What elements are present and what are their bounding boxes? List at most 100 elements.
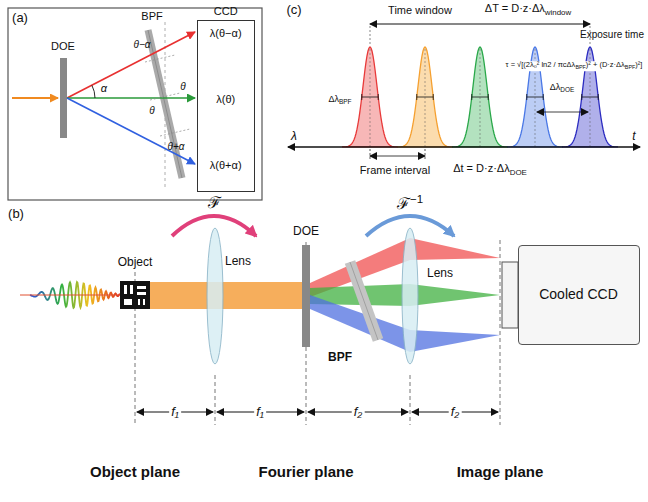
axis-label: Frame interval	[360, 164, 430, 176]
formula: τ = √[(2λ₀² ln2 / πcΔλBPF)² + (D·z·ΔλBPF…	[504, 61, 645, 71]
drawing-line	[67, 32, 195, 98]
drawing-polygon	[410, 284, 500, 306]
drawing-line	[537, 112, 588, 113]
part-name: DOE	[51, 40, 75, 52]
drawing-line	[12, 97, 58, 99]
laser-pulse	[20, 282, 120, 308]
formula: ΔT = D·z·Δλwindow	[485, 2, 571, 17]
drawing-line	[370, 24, 590, 25]
drawing-rect	[60, 58, 67, 138]
drawing-polygon	[410, 330, 500, 352]
dimension-label: f₂	[352, 405, 365, 419]
gaussian-peak	[397, 47, 453, 147]
drawing-rect	[130, 285, 133, 294]
drawing-polygon	[410, 238, 500, 260]
transform-symbol: ℱ	[397, 195, 410, 212]
plane-label: Fourier plane	[258, 463, 353, 480]
drawing-line	[145, 55, 175, 62]
part-name: Object	[118, 255, 153, 269]
drawing-line	[425, 149, 426, 160]
subscript: window	[545, 8, 571, 17]
drawing-line	[370, 149, 371, 160]
peak-center	[480, 47, 481, 147]
bandwidth-label: Δλ	[328, 94, 339, 104]
drawing-line	[67, 97, 195, 99]
subscript: BPF	[339, 98, 352, 105]
gaussian-peak	[452, 47, 508, 147]
formula: Δt = D·z·Δλ	[453, 162, 510, 174]
formula: τ = √[(2λ₀² ln2 / πcΔλ	[506, 60, 576, 69]
axis-label: t	[632, 130, 635, 143]
drawing-rect	[137, 292, 146, 295]
drawing-line	[500, 240, 501, 425]
drawing-path	[172, 216, 256, 236]
bandwidth-label: ΔλBPF	[328, 95, 351, 105]
drawing-rect	[120, 281, 150, 309]
panel-letter: (a)	[12, 10, 28, 25]
drawing-rect	[137, 286, 146, 289]
drawing-line	[350, 262, 378, 340]
angle-label: θ	[149, 105, 154, 116]
gaussian-peak	[342, 47, 398, 147]
formula: ΔT = D·z·Δλ	[485, 2, 545, 14]
angle-label: α	[101, 82, 107, 94]
part-name: BPF	[141, 10, 162, 22]
drawing-ellipse	[402, 228, 418, 364]
axis-label: λ	[291, 130, 297, 143]
part-name: DOE	[293, 225, 319, 238]
drawing-path	[92, 85, 95, 98]
dimension-label: f₁	[256, 404, 264, 419]
axis-label: λ	[291, 129, 297, 143]
subscript: BPF	[575, 64, 585, 70]
angle-label: θ−α	[134, 39, 151, 50]
axis-label: Exposure time	[580, 29, 644, 40]
drawing-rect	[143, 299, 145, 305]
formula: Δt = D·z·ΔλDOE	[453, 162, 527, 177]
part-name: Lens	[427, 267, 453, 280]
drawing-line	[215, 375, 216, 425]
transform-symbol: ℱ	[208, 194, 221, 211]
subscript: BPF	[625, 64, 635, 70]
panel-a	[8, 8, 262, 200]
part-name: Lens	[225, 255, 251, 268]
dimension-label: f₂	[449, 405, 462, 419]
camera-box: Cooled CCD	[518, 245, 640, 345]
drawing-line	[150, 93, 180, 100]
angle-label: θ+α	[168, 141, 185, 152]
angle-label: α	[101, 82, 107, 94]
node-text: CCD	[214, 5, 238, 17]
part-name: BPF	[328, 350, 352, 364]
panel-letter: (b)	[8, 207, 24, 221]
part-name: BPF	[328, 351, 352, 364]
drawing-rect	[124, 299, 132, 305]
drawing-line	[370, 156, 425, 157]
drawing-line	[410, 375, 411, 425]
drawing-polygon	[150, 282, 306, 309]
angle-label: θ	[180, 81, 185, 92]
formula: )² + (D·z·Δλ	[586, 60, 625, 69]
drawing-ellipse	[207, 228, 223, 364]
dimension-label: f₁	[254, 405, 266, 419]
drawing-rect	[502, 262, 518, 328]
angle-label: θ+α	[168, 141, 185, 152]
detector-box: CCDλ(θ−α)λ(θ)λ(θ+α)	[197, 20, 255, 192]
dimension-label: f₁	[171, 404, 179, 419]
drawing-line	[370, 26, 371, 46]
plane-label: Object plane	[90, 463, 180, 480]
drawing-line	[350, 262, 378, 340]
drawing-line	[288, 146, 640, 147]
drawing-rect	[138, 299, 140, 305]
drawing-rect	[124, 285, 127, 294]
plane-label: Object plane	[90, 464, 180, 481]
panel-c	[288, 24, 640, 160]
subscript: DOE	[510, 168, 527, 177]
part-name: DOE	[51, 40, 75, 52]
angle-label: θ	[149, 105, 154, 116]
angle-label: θ	[180, 81, 185, 92]
axis-label: t	[632, 129, 635, 143]
panel-letter: (b)	[8, 206, 24, 221]
axis-label: Frame interval	[360, 164, 430, 176]
part-name: BPF	[141, 10, 162, 22]
pulse-axis	[20, 295, 120, 296]
subscript: DOE	[560, 86, 574, 93]
